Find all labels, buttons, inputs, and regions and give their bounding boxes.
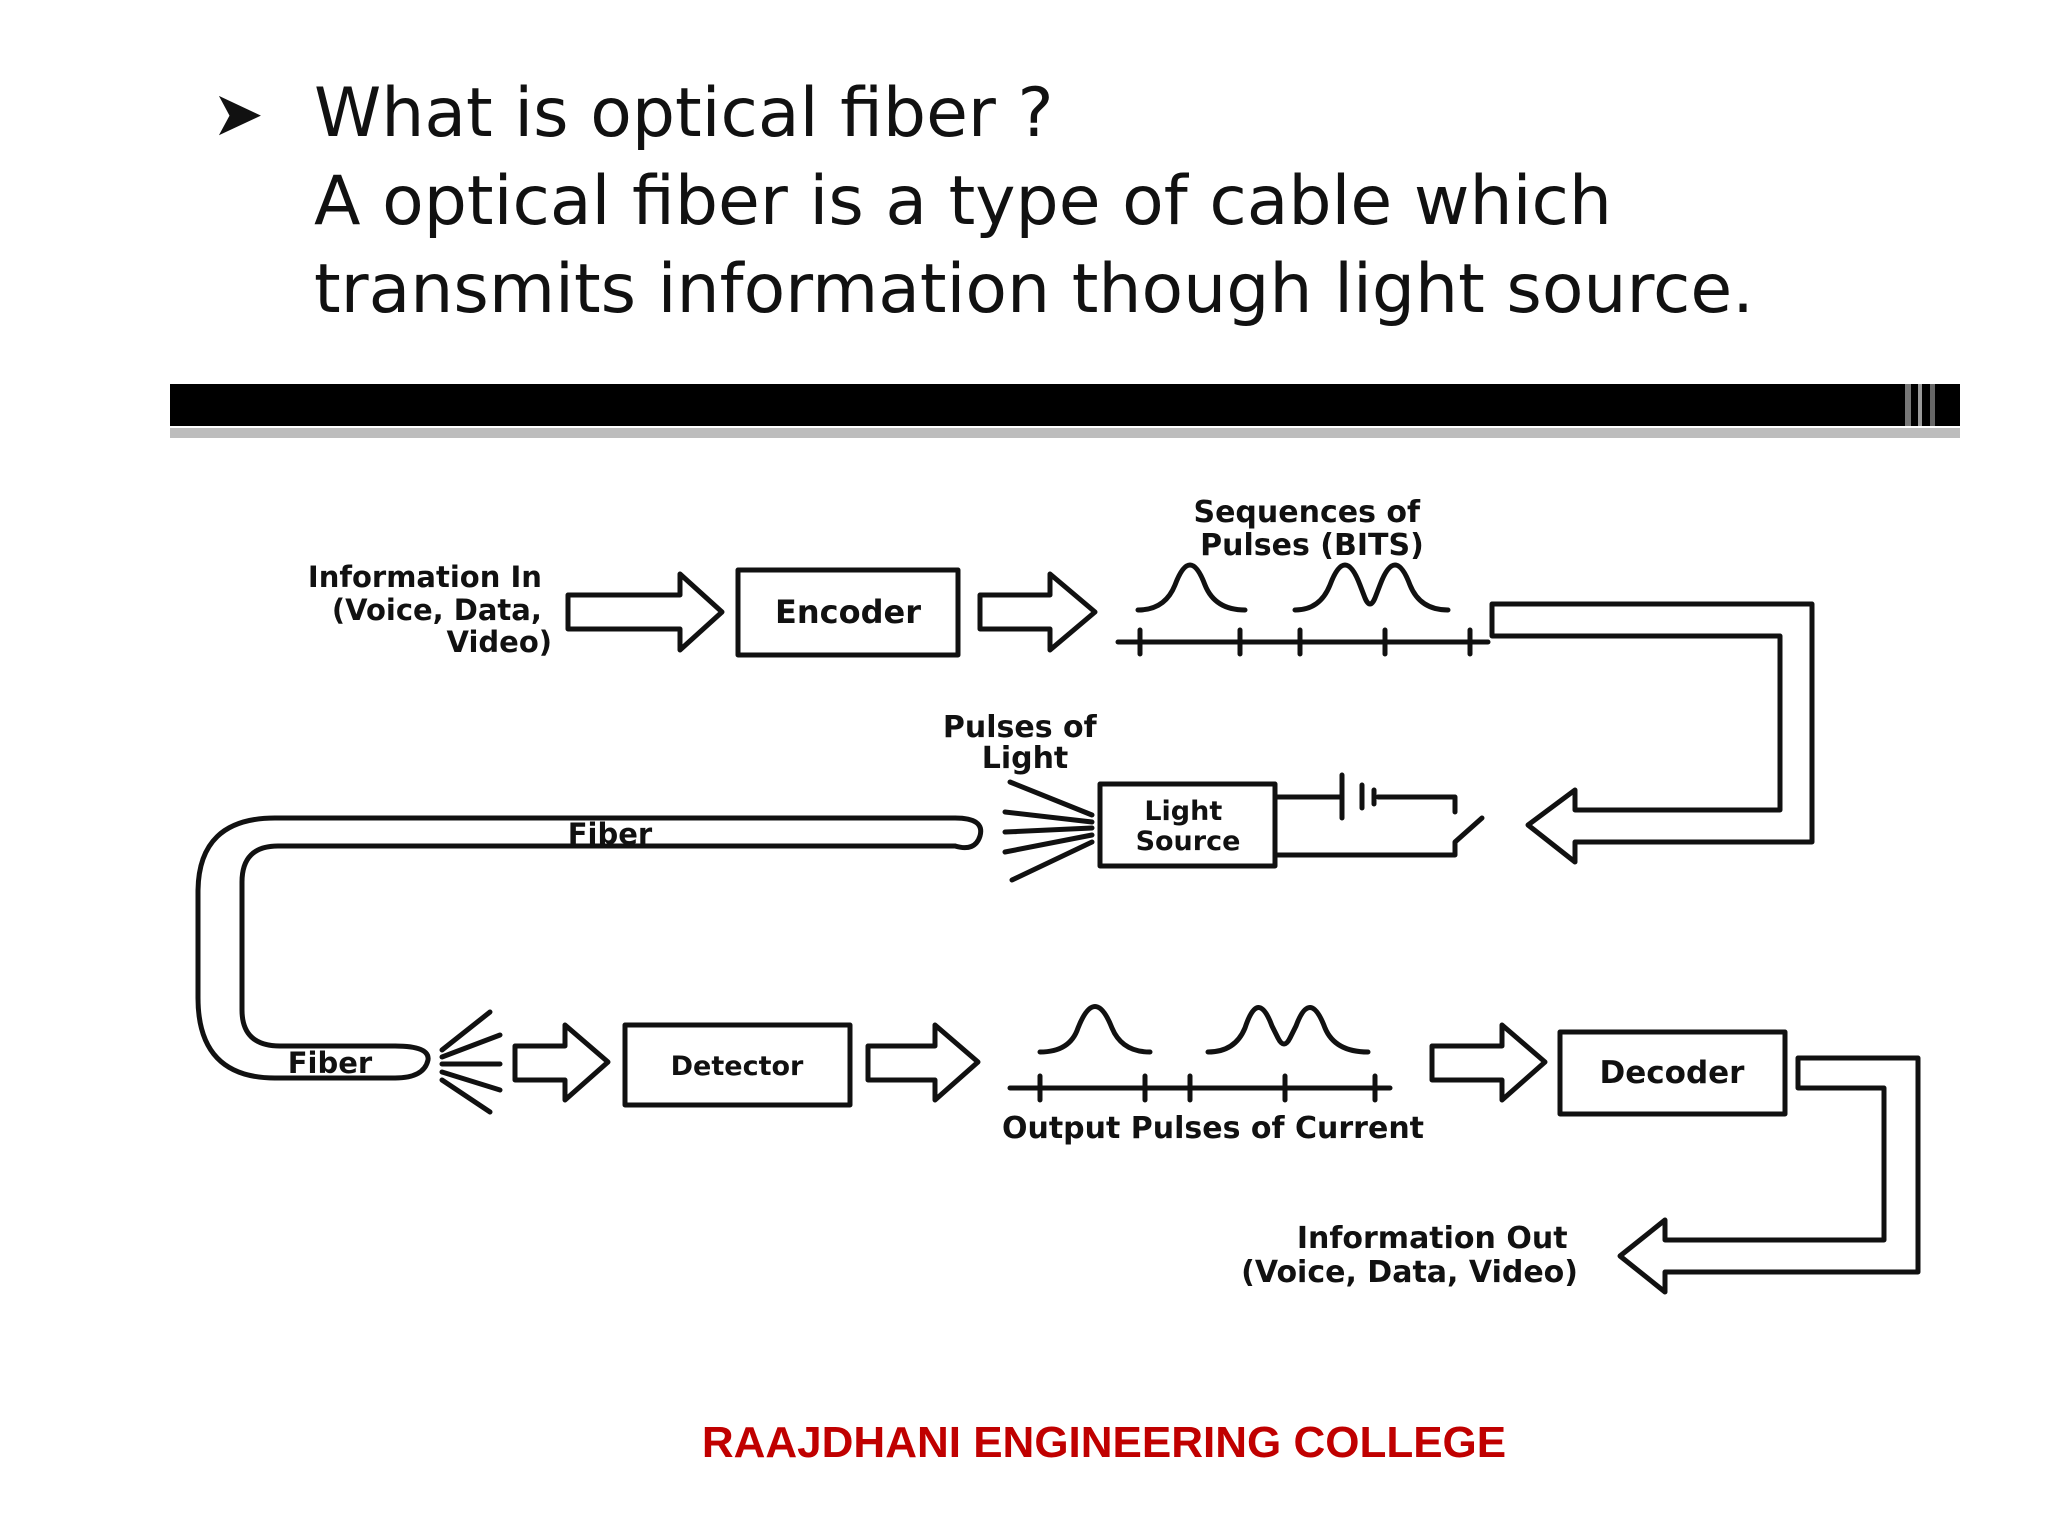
heading-line-1: What is optical fiber ? <box>314 74 1054 153</box>
switch-icon <box>1272 815 1485 858</box>
current-pulse-pair <box>1205 1005 1371 1055</box>
fiber-end-bottom <box>392 1043 431 1081</box>
fiber-label-bottom: Fiber <box>288 1046 373 1080</box>
arrow-to-light-source <box>1489 601 1815 865</box>
arrowhead-bullet-icon: ➤ <box>212 77 264 150</box>
college-footer: RAAJDHANI ENGINEERING COLLEGE <box>701 1418 1507 1467</box>
circuit-wire <box>1375 794 1458 815</box>
arrow-to-decoder <box>1429 1022 1548 1103</box>
detector-box <box>622 1022 853 1108</box>
encoder-label: Encoder <box>775 593 921 631</box>
top-black-band <box>170 384 1960 426</box>
arrow-to-detector <box>512 1022 611 1103</box>
band-accent <box>1918 384 1922 426</box>
current-axis-ticks <box>1037 1073 1378 1103</box>
bit-pulse <box>1135 562 1248 613</box>
fiber-label-top: Fiber <box>568 817 653 851</box>
info-in-label: Information In (Voice, Data, Video) <box>308 560 552 659</box>
band-accent <box>1905 384 1911 426</box>
pulses-of-light-label: Pulses of Light <box>943 710 1107 776</box>
encoder-box <box>735 567 961 658</box>
fiber-inner <box>239 843 958 1049</box>
light-rays-receive <box>439 1009 503 1115</box>
decoder-label: Decoder <box>1600 1055 1746 1091</box>
detector-label: Detector <box>671 1051 804 1082</box>
bits-axis-ticks <box>1137 627 1473 657</box>
fiber-end-top <box>952 815 984 851</box>
heading-line-3: transmits information though light sourc… <box>314 250 1754 329</box>
bit-pulse-pair <box>1292 562 1451 613</box>
battery-icon <box>1339 772 1377 821</box>
current-pulse <box>1037 1004 1153 1055</box>
heading-line-2: A optical fiber is a type of cable which <box>314 162 1612 241</box>
output-pulses-label: Output Pulses of Current <box>1002 1111 1424 1146</box>
sequences-label: Sequences of Pulses (BITS) <box>1193 495 1430 563</box>
arrow-from-detector <box>865 1022 981 1103</box>
light-source-label: Light Source <box>1136 796 1241 857</box>
decoder-box <box>1557 1029 1788 1117</box>
arrow-information-out <box>1617 1055 1921 1295</box>
fiber-outer <box>195 815 958 1081</box>
light-source-box <box>1097 781 1278 869</box>
arrow-to-encoder <box>565 571 725 653</box>
arrow-from-encoder <box>977 571 1098 653</box>
heading-text: What is optical fiber ? A optical fiber … <box>314 70 1914 334</box>
band-shadow <box>170 428 1960 438</box>
band-accent <box>1930 384 1935 426</box>
light-rays <box>1002 779 1095 883</box>
info-out-label: Information Out (Voice, Data, Video) <box>1241 1221 1578 1290</box>
